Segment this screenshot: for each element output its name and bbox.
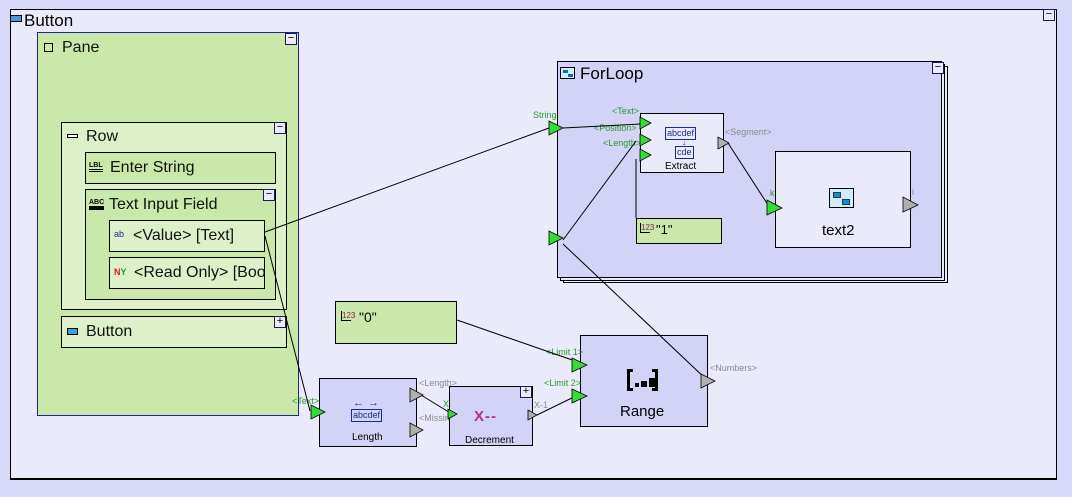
port-length-length[interactable] bbox=[409, 387, 424, 403]
wire-value-to-string[interactable] bbox=[264, 127, 550, 233]
text-input-icon: ABC bbox=[89, 199, 105, 210]
number-icon: 123 bbox=[640, 223, 655, 233]
number-icon: 123 bbox=[341, 311, 356, 321]
inner-button-title: Button bbox=[86, 323, 133, 340]
port-text2-i[interactable] bbox=[902, 196, 919, 213]
label-icon: LBL bbox=[89, 162, 103, 172]
range-limit2-port-label: <Limit 2> bbox=[544, 378, 582, 388]
length-length-port-label: <Length> bbox=[419, 378, 458, 388]
text2-i-port-label: i bbox=[912, 187, 914, 197]
const-one-value: "1" bbox=[656, 222, 673, 237]
boolean-type-icon: NY bbox=[114, 267, 127, 277]
read-only-property-title: <Read Only> [Bool bbox=[134, 264, 265, 281]
enter-string-title: Enter String bbox=[110, 159, 195, 176]
wire-loop-to-numbers[interactable] bbox=[562, 243, 708, 381]
length-missing-port-label: <Missing> bbox=[419, 413, 461, 423]
row-title: Row bbox=[86, 128, 119, 145]
length-title: Length bbox=[352, 432, 383, 443]
wire-value-to-length-text[interactable] bbox=[264, 235, 311, 412]
subflow-icon bbox=[829, 188, 854, 208]
wire-x1-to-limit2[interactable] bbox=[536, 394, 579, 416]
decrement-title: Decrement bbox=[465, 435, 514, 446]
port-range-limit2[interactable] bbox=[571, 388, 588, 404]
button-icon bbox=[10, 15, 22, 22]
wire-segment-to-k[interactable] bbox=[727, 142, 771, 209]
row-icon bbox=[67, 134, 78, 138]
port-string[interactable] bbox=[548, 120, 564, 136]
decrement-icon: X-- bbox=[474, 408, 497, 425]
pane-icon bbox=[44, 43, 53, 52]
port-text2-k[interactable] bbox=[766, 199, 783, 216]
pane-collapse-button[interactable]: − bbox=[285, 33, 297, 45]
range-limit1-port-label: <Limit 1> bbox=[546, 347, 584, 357]
extract-length-port-label: <Length> bbox=[603, 138, 642, 148]
port-extract-segment[interactable] bbox=[717, 136, 730, 150]
length-text-port-label: <Text> bbox=[292, 396, 320, 406]
forloop-string-port-label: String bbox=[533, 110, 557, 120]
const-zero-node[interactable] bbox=[335, 301, 457, 344]
row-collapse-button[interactable]: − bbox=[274, 122, 286, 134]
const-zero-value: "0" bbox=[359, 309, 377, 325]
range-numbers-port-label: <Numbers> bbox=[710, 363, 758, 373]
extract-arrow-icon: ↓ bbox=[682, 138, 686, 147]
decrement-x-minus-1-port-label: X-1 bbox=[534, 400, 549, 410]
range-title: Range bbox=[620, 403, 665, 420]
decrement-x-port-label: X bbox=[443, 399, 450, 409]
text-input-field-title: Text Input Field bbox=[109, 196, 218, 213]
const-one-node[interactable] bbox=[636, 218, 722, 244]
root-collapse-button[interactable]: − bbox=[1043, 9, 1055, 21]
wire-length-to-x[interactable] bbox=[420, 394, 453, 415]
port-length-missing[interactable] bbox=[409, 422, 424, 438]
extract-title: Extract bbox=[665, 161, 697, 172]
range-icon bbox=[627, 369, 658, 391]
read-only-property[interactable]: <Read Only> [Bool bbox=[109, 257, 265, 289]
port-extract-text[interactable] bbox=[639, 116, 652, 130]
forloop-collapse-button[interactable]: − bbox=[932, 62, 944, 74]
port-range-limit1[interactable] bbox=[571, 357, 588, 373]
length-node[interactable] bbox=[319, 378, 417, 447]
text-input-collapse-button[interactable]: − bbox=[263, 189, 275, 201]
port-decrement-x-minus-1[interactable] bbox=[527, 409, 538, 421]
extract-icon-bottom: cde bbox=[675, 146, 694, 159]
extract-position-port-label: <Position> bbox=[594, 123, 637, 133]
pane-title: Pane bbox=[62, 39, 100, 56]
inner-button-expand-button[interactable]: + bbox=[274, 316, 286, 328]
text2-title: text2 bbox=[822, 222, 855, 239]
bool-n: N bbox=[114, 267, 121, 277]
length-icon: abcdef bbox=[351, 409, 383, 422]
length-arrows-icon: ←→ bbox=[353, 397, 383, 409]
port-extract-length[interactable] bbox=[639, 148, 652, 162]
text2-k-port-label: k bbox=[770, 188, 775, 198]
port-length-text[interactable] bbox=[310, 404, 326, 420]
wire-index-to-position[interactable] bbox=[562, 140, 637, 241]
extract-segment-port-label: <Segment> bbox=[725, 127, 772, 137]
text-type-icon: ab bbox=[114, 229, 125, 239]
port-range-numbers[interactable] bbox=[700, 373, 716, 389]
forloop-icon bbox=[560, 67, 575, 79]
value-property-title: <Value> [Text] bbox=[133, 227, 235, 244]
wire-string-to-text[interactable] bbox=[562, 123, 641, 129]
extract-node[interactable] bbox=[640, 113, 724, 173]
port-extract-position[interactable] bbox=[639, 133, 652, 147]
port-decrement-x[interactable] bbox=[447, 408, 458, 420]
value-property[interactable] bbox=[109, 220, 265, 252]
bool-y: Y bbox=[120, 267, 127, 277]
forloop-title: ForLoop bbox=[580, 64, 644, 83]
extract-text-port-label: <Text> bbox=[612, 106, 640, 116]
root-title: Button bbox=[24, 11, 74, 30]
extract-icon-top: abcdef bbox=[665, 127, 697, 140]
port-loop-index[interactable] bbox=[548, 230, 564, 246]
inner-button-icon bbox=[67, 328, 78, 335]
wire-zero-to-limit1[interactable] bbox=[456, 319, 579, 363]
decrement-expand-button[interactable]: + bbox=[520, 386, 532, 398]
enter-string-label-node[interactable] bbox=[85, 152, 276, 184]
inner-button-node[interactable] bbox=[61, 316, 287, 348]
